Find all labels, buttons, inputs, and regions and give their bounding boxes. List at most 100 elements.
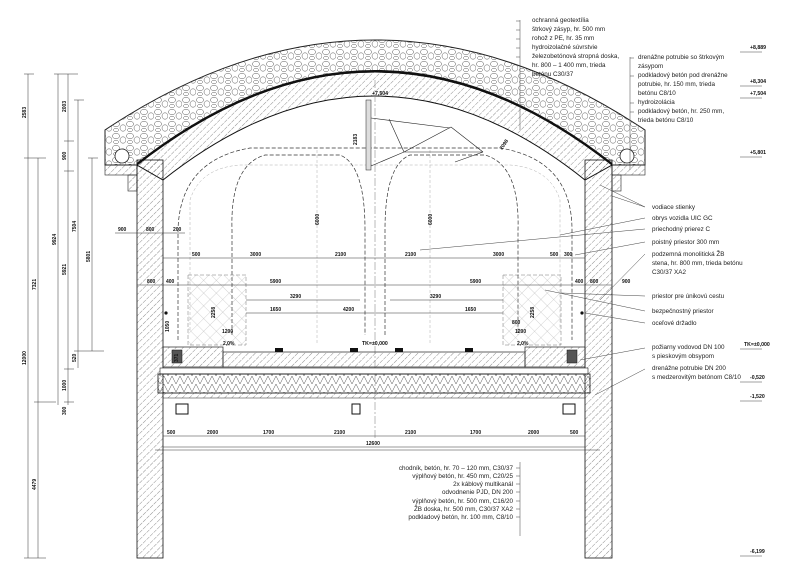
- dimension-label: 371: [174, 353, 180, 362]
- callout: podkladový betón, hr. 100 mm, C8/10: [408, 514, 513, 521]
- dimension-label: 3000: [493, 252, 504, 258]
- fire-water-pipe-left-icon: [171, 349, 183, 364]
- dimension-label: 1700: [470, 430, 481, 436]
- dimension-label: 520: [72, 353, 78, 362]
- dimension-label: 2,0%: [223, 341, 235, 347]
- callout: drenážne potrubie DN 200: [652, 365, 726, 372]
- left-dimensions: 2583 12000 7321 4479 9924 2003 900 5921 …: [22, 101, 92, 490]
- dimension-label: 2000: [528, 430, 539, 436]
- top-callouts: ochranná geotextília štrkový zásyp, hr. …: [532, 17, 619, 78]
- dimension-label: 2100: [405, 430, 416, 436]
- dimension-label: 900: [62, 151, 68, 160]
- track-slab: [222, 351, 526, 368]
- dimension-label: 300: [62, 406, 68, 415]
- dimension-label: 3290: [430, 294, 441, 300]
- callout: betónu C30/37: [532, 71, 574, 78]
- level-markers: +8,889 +8,304 +7,504 +5,801 TK=±0,000 -0…: [362, 45, 770, 555]
- lean-concrete: [162, 392, 586, 399]
- vehicle-outline-right: [384, 154, 519, 335]
- dimension-label: 2003: [62, 101, 68, 112]
- level-label: TK=±0,000: [744, 342, 770, 348]
- callout: rohož z PE, hr. 35 mm: [532, 35, 594, 42]
- dimension-label: 12000: [22, 351, 28, 365]
- dimension-label: 2258: [530, 307, 536, 318]
- callout: podkladový betón, hr. 250 mm,: [638, 108, 724, 115]
- callout: ochranná geotextília: [532, 17, 589, 24]
- level-label: +8,304: [750, 79, 766, 85]
- callout: s pieskovým obsypom: [652, 353, 714, 360]
- waterproofing-line: [136, 70, 613, 165]
- callout: stena, hr. 800 mm, trieda betónu: [652, 260, 743, 267]
- dimension-label: 2100: [335, 252, 346, 258]
- dimension-label: 800: [146, 227, 155, 233]
- dimension-label: 1650: [465, 307, 476, 313]
- callout: železobetónová stropná doska,: [532, 53, 619, 60]
- dimension-label: 2100: [334, 430, 345, 436]
- callout: bezpečnostný priestor: [652, 308, 714, 315]
- callout: priechodný prierez C: [652, 226, 711, 233]
- catenary-bracket: [370, 117, 484, 167]
- dimension-label: 800: [512, 320, 521, 326]
- fill-concrete-slab: [159, 367, 589, 375]
- dimension-label: 7504: [72, 221, 78, 232]
- dimension-label: 2583: [22, 107, 28, 118]
- callout: 2x káblový multikanál: [453, 481, 513, 488]
- dimension-label: 1200: [515, 329, 526, 335]
- level-label: +8,889: [750, 45, 766, 51]
- dimension-label: 500: [192, 252, 201, 258]
- dimension-label: 2100: [405, 252, 416, 258]
- callout: poistný priestor 300 mm: [652, 239, 719, 246]
- callout: s medzerovitým betónom C8/10: [652, 374, 741, 381]
- dimension-label: 5921: [62, 264, 68, 275]
- dimension-label: 5801: [86, 251, 92, 262]
- dimension-label: 900: [622, 279, 631, 285]
- callout: odvodnenie PJD, DN 200: [442, 489, 514, 496]
- callout: drenážne potrubie so štrkovým: [638, 54, 724, 61]
- callout: zásypom: [638, 63, 663, 70]
- level-label: -6,199: [750, 549, 765, 555]
- dimension-label: 3000: [250, 252, 261, 258]
- dimension-label: 2183: [353, 134, 359, 145]
- callout: ŽB doska, hr. 500 mm, C30/37 XA2: [414, 504, 514, 513]
- level-label: +7,504: [750, 91, 766, 97]
- dimension-label: 1700: [263, 430, 274, 436]
- right-drain-pipe-icon: [619, 148, 635, 164]
- dimension-label: 2,0%: [517, 341, 529, 347]
- interior-dimensions: 900 800 200 500 3000 2100 2100 3000 500 …: [118, 134, 631, 362]
- dimension-label: 12600: [366, 441, 380, 447]
- escape-space-right: [502, 274, 562, 346]
- vehicle-outline-left: [231, 154, 366, 335]
- drain-pipe-right-icon: [562, 403, 576, 415]
- dimension-label: 6000: [428, 214, 434, 225]
- rails: [275, 348, 473, 352]
- dimension-label: 1650: [270, 307, 281, 313]
- callout: hydroizolačné súvrstvie: [532, 44, 598, 51]
- dimension-label: 1200: [222, 329, 233, 335]
- escape-space-left: [187, 274, 247, 346]
- callout: oceľové držadlo: [652, 320, 697, 327]
- level-label: -0,520: [750, 375, 765, 381]
- dimension-label: 4479: [32, 479, 38, 490]
- dimension-label: 500: [550, 252, 559, 258]
- drain-pipe-left-icon: [175, 403, 189, 415]
- dimension-label: 800: [147, 279, 156, 285]
- dimension-label: 9924: [52, 234, 58, 245]
- catenary-mast: [365, 99, 372, 171]
- callout: obrys vozidla UIC GC: [652, 215, 713, 222]
- level-label: +7,504: [372, 91, 388, 97]
- callout: štrkový zásyp, hr. 500 mm: [532, 26, 605, 33]
- dimension-label: 3290: [290, 294, 301, 300]
- callout: hydroizolácia: [638, 99, 675, 106]
- dimension-lines: [24, 20, 762, 559]
- dimension-label: 4200: [343, 307, 354, 313]
- callout: výplňový betón, hr. 500 mm, C16/20: [412, 498, 513, 505]
- level-label: -1,520: [750, 394, 765, 400]
- level-label: +5,801: [750, 150, 766, 156]
- dimension-label: 900: [118, 227, 127, 233]
- left-drain-base: [104, 164, 138, 176]
- dimension-label: 300: [564, 252, 573, 258]
- drain-callouts: drenážne potrubie so štrkovým zásypom po…: [638, 54, 728, 124]
- dimension-label: 400: [575, 279, 584, 285]
- callout: betónu C8/10: [638, 90, 676, 97]
- fire-water-pipe-right-icon: [566, 349, 578, 364]
